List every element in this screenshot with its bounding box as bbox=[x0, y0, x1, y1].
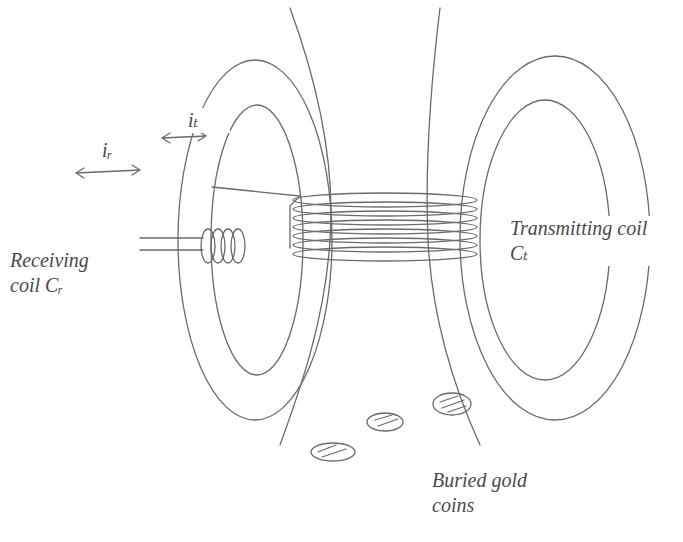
coil-label: Receiving coil Cᵣ bbox=[8, 248, 117, 298]
current-label: iᵣ bbox=[100, 138, 144, 163]
field-line bbox=[280, 8, 331, 445]
gold-coin bbox=[311, 393, 471, 461]
current-arrow bbox=[76, 131, 206, 178]
field-line bbox=[211, 105, 303, 375]
field-line bbox=[427, 8, 480, 445]
coins-label: Buried gold coins bbox=[430, 468, 544, 518]
transmitting-coil bbox=[212, 187, 477, 261]
current-label: iₜ bbox=[186, 108, 230, 133]
receiving-coil bbox=[140, 229, 245, 263]
coil-label: Transmitting coil Cₜ bbox=[508, 216, 652, 266]
